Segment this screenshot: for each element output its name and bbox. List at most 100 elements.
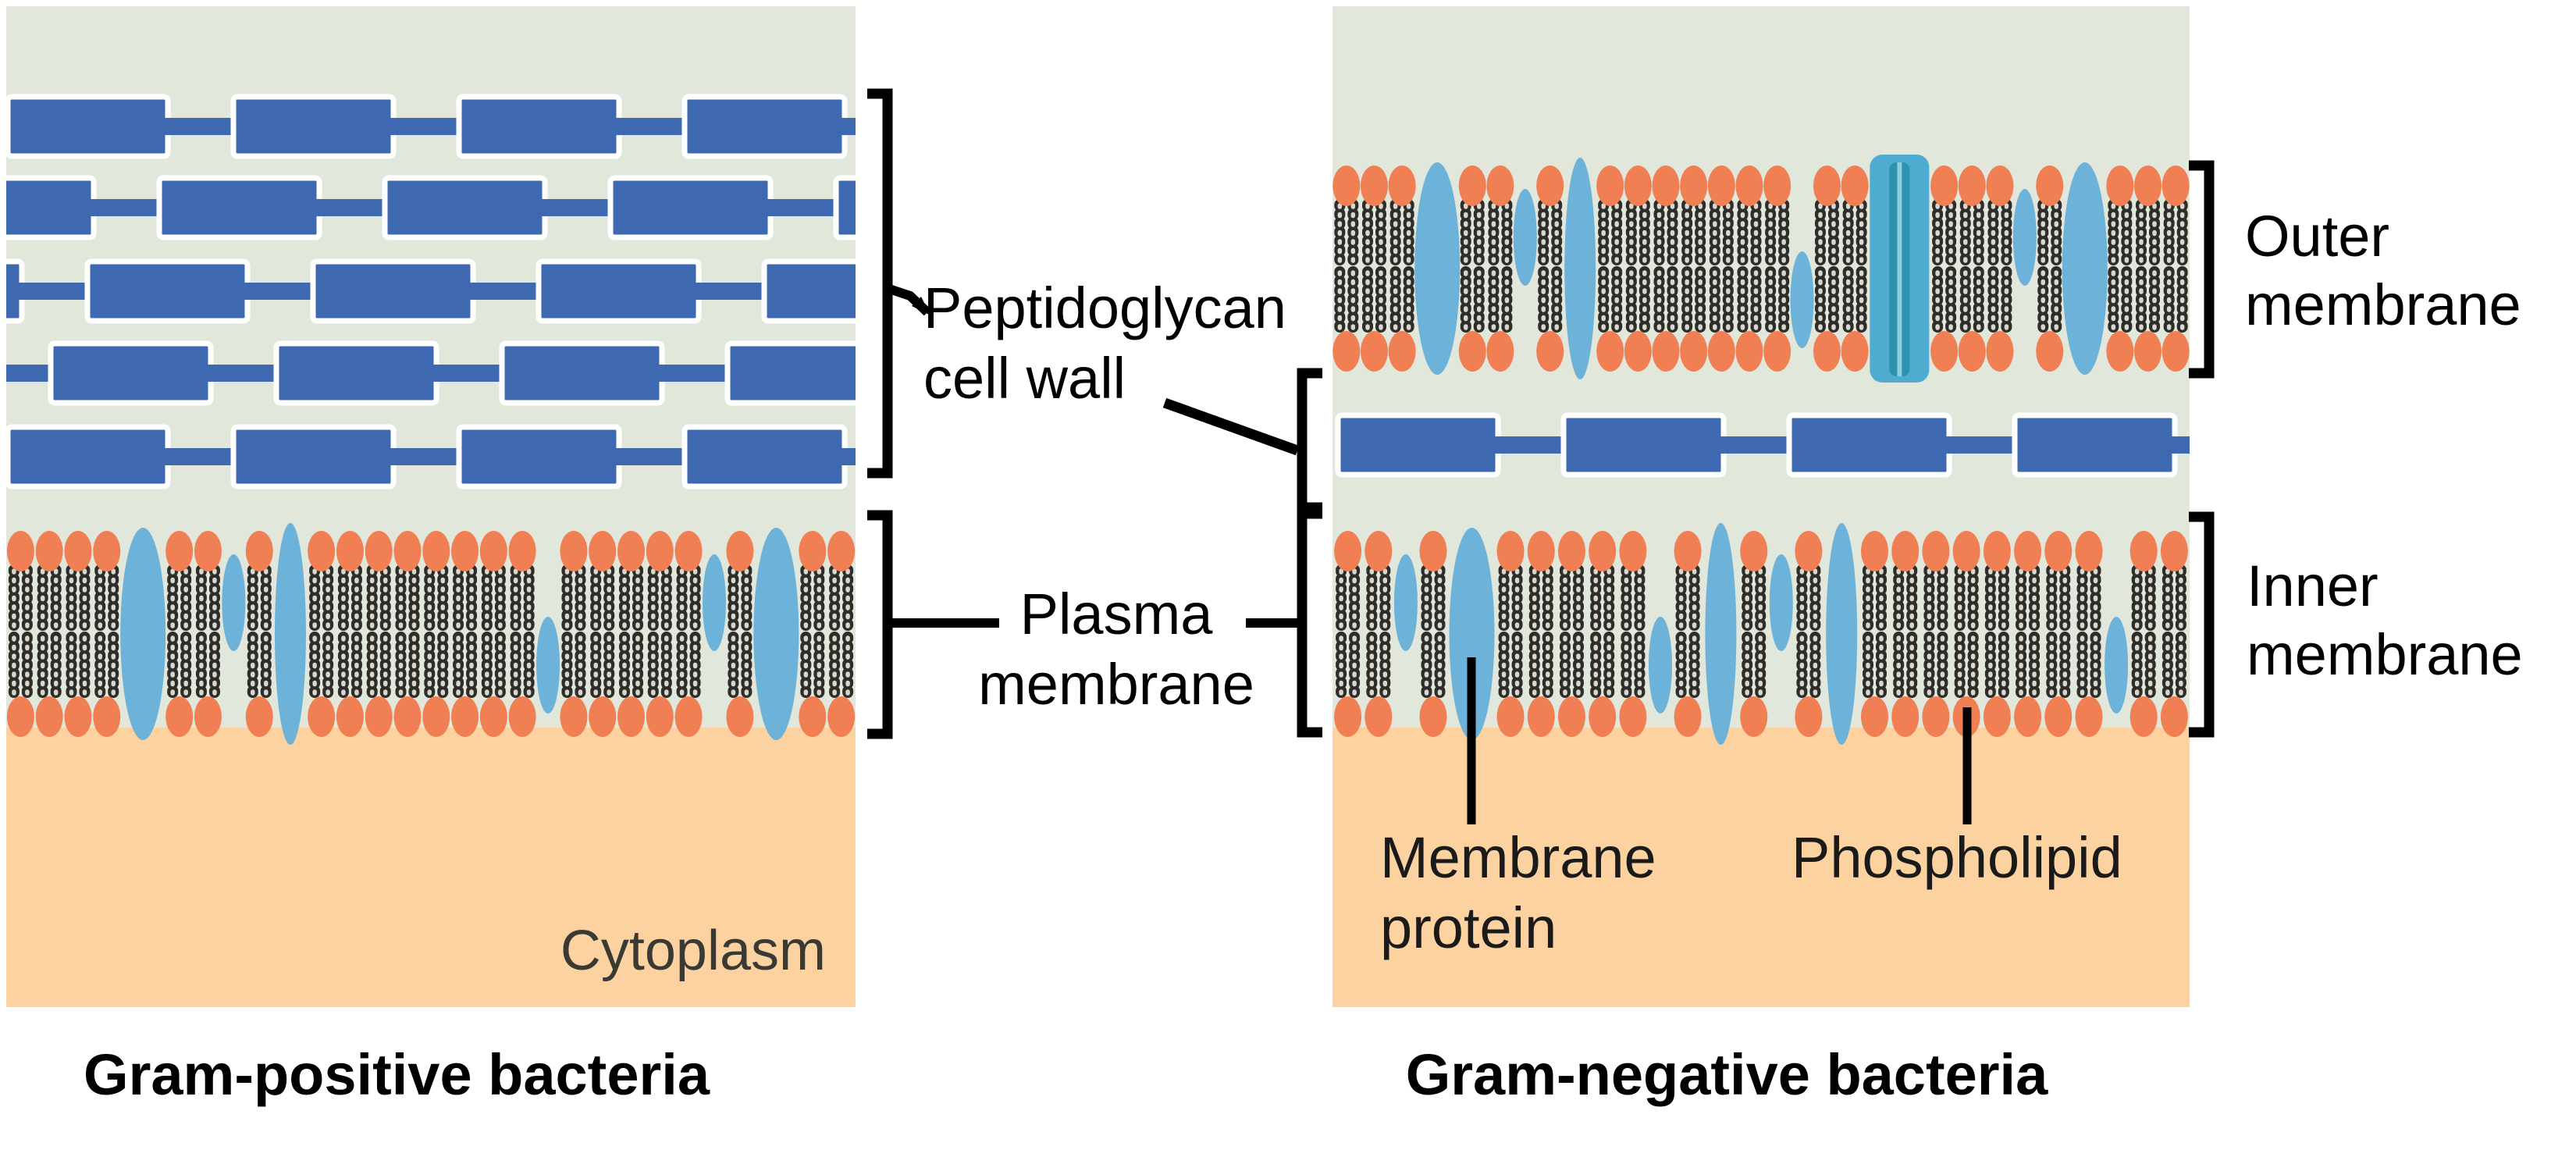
phospholipid-head <box>365 531 393 571</box>
phospholipid-head <box>1983 696 2011 737</box>
phospholipid-head <box>2134 331 2162 372</box>
phospholipid-head <box>617 696 646 737</box>
peptidoglycan-brick <box>310 258 476 324</box>
phospholipid-head <box>1795 696 1823 737</box>
peptidoglycan-brick <box>1335 412 1501 478</box>
peptidoglycan-link <box>6 365 54 382</box>
phospholipid-head <box>2161 166 2190 206</box>
peptidoglycan-link <box>165 448 237 465</box>
phospholipid-head <box>93 531 121 571</box>
peptidoglycan-link <box>19 283 91 300</box>
membrane-protein-large <box>753 528 799 740</box>
phospholipid-head <box>2134 166 2162 206</box>
peptidoglycan-brick <box>6 424 171 489</box>
phospholipid-head <box>2044 531 2073 571</box>
phospholipid-head <box>1735 331 1763 372</box>
phospholipid-head <box>2106 331 2134 372</box>
phospholipid-head <box>1589 696 1617 737</box>
phospholipid-head <box>2014 696 2042 737</box>
phospholipid-head <box>2129 696 2158 737</box>
phospholipid-head <box>1536 331 1564 372</box>
phospholipid-head <box>1674 696 1702 737</box>
phospholipid-head <box>1486 331 1514 372</box>
peptidoglycan-brick <box>6 94 171 159</box>
phospholipid-head <box>479 696 507 737</box>
phospholipid-head <box>1958 166 1986 206</box>
phospholipid-head <box>1958 331 1986 372</box>
membrane-protein-tall <box>1564 158 1596 379</box>
peptidoglycan-brick <box>910 427 1070 486</box>
membrane-protein-small-top <box>222 554 246 651</box>
membrane-protein-tall <box>274 523 306 745</box>
phospholipid-head <box>336 696 364 737</box>
phospholipid-head <box>1813 166 1841 206</box>
title-gram-negative: Gram-negative bacteria <box>1406 1042 2048 1107</box>
peptidoglycan-link <box>165 118 237 135</box>
peptidoglycan-brick <box>681 94 848 159</box>
phospholipid-head <box>1360 166 1388 206</box>
title-gram-positive: Gram-positive bacteria <box>84 1042 710 1107</box>
phospholipid-head <box>308 531 336 571</box>
membrane-protein-large <box>1449 528 1495 740</box>
phospholipid-head <box>1360 331 1388 372</box>
phospholipid-head <box>1986 331 2014 372</box>
peptidoglycan-brick <box>761 258 856 324</box>
phospholipid-head <box>617 531 646 571</box>
peptidoglycan-brick <box>6 175 97 240</box>
peptidoglycan-brick <box>156 175 322 240</box>
phospholipid-head <box>560 531 588 571</box>
peptidoglycan-brick <box>456 94 622 159</box>
phospholipid-head <box>165 531 194 571</box>
phospholipid-head <box>1589 531 1617 571</box>
bracket-inner-membrane-right <box>2189 511 2215 738</box>
phospholipid-head <box>93 696 121 737</box>
membrane-protein-small-top <box>1513 189 1537 286</box>
peptidoglycan-link <box>316 199 388 216</box>
peptidoglycan-link <box>1946 436 2018 454</box>
phospholipid-head <box>1740 531 1768 571</box>
panel-gram-negative <box>1332 6 2190 1007</box>
peptidoglycan-link <box>2172 436 2190 454</box>
phospholipid-head <box>1388 166 1416 206</box>
phospholipid-head <box>1527 696 1555 737</box>
phospholipid-head <box>35 531 63 571</box>
phospholipid-head <box>1841 166 1869 206</box>
phospholipid-head <box>1496 696 1525 737</box>
phospholipid-head <box>1458 331 1486 372</box>
membrane-proteins <box>120 523 799 745</box>
phospholipid-head <box>1364 531 1393 571</box>
peptidoglycan-brick <box>382 175 548 240</box>
phospholipid-head <box>589 696 617 737</box>
phospholipid-head <box>1680 166 1708 206</box>
phospholipid-head <box>2075 696 2103 737</box>
peptidoglycan-link <box>433 365 505 382</box>
phospholipid-head <box>2036 166 2064 206</box>
phospholipid-head <box>1619 531 1647 571</box>
membrane-protein-tall <box>1826 523 1858 745</box>
phospholipid-head <box>479 531 507 571</box>
phospholipid-head <box>589 531 617 571</box>
bracket-peptidoglycan-left <box>867 88 893 479</box>
phospholipid-head <box>365 696 393 737</box>
phospholipid-head <box>6 531 34 571</box>
peptidoglycan-link <box>841 448 856 465</box>
peptidoglycan-brick <box>833 175 856 240</box>
phospholipid-head <box>245 696 273 737</box>
peptidoglycan-link <box>841 118 856 135</box>
peptidoglycan-link <box>696 283 767 300</box>
phospholipid-head <box>35 696 63 737</box>
phospholipid-head <box>799 696 827 737</box>
phospholipid-head <box>1680 331 1708 372</box>
membrane-protein-small-top <box>1769 554 1793 651</box>
phospholipid-head <box>2044 696 2073 737</box>
phospholipid-head <box>1922 531 1950 571</box>
membrane-protein-small-bottom <box>1649 617 1673 714</box>
inner-membrane-graphic <box>1334 523 2188 745</box>
peptidoglycan-brick <box>230 424 397 489</box>
phospholipid-head <box>336 531 364 571</box>
phospholipid-head <box>308 696 336 737</box>
phospholipid-head <box>1624 331 1652 372</box>
